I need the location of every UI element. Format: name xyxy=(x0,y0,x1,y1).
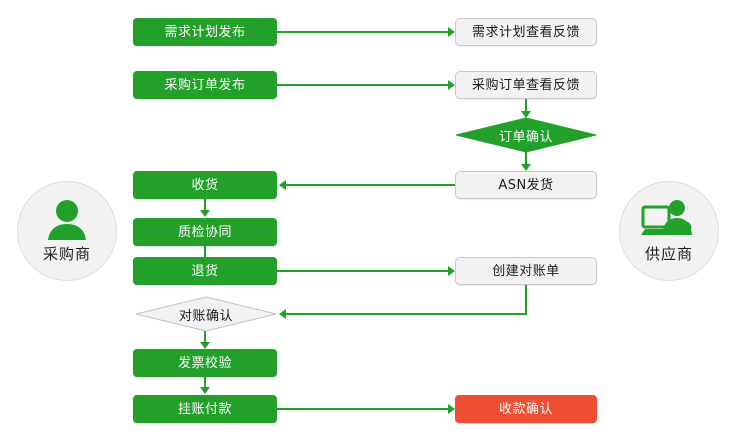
node-return-goods[interactable]: 退货 xyxy=(133,257,277,285)
edge-n10-n11-line-vertical xyxy=(525,285,527,315)
edge-n3-n4-line xyxy=(277,84,449,86)
edge-n4-n5-line xyxy=(525,99,527,113)
node-invoice-verification[interactable]: 发票校验 xyxy=(133,349,277,377)
edge-n4-n5-arrowhead xyxy=(521,111,531,118)
edge-n6-n7-arrowhead xyxy=(279,180,286,190)
node-label: 质检协同 xyxy=(177,224,232,240)
edge-n13-n14-line xyxy=(277,408,449,410)
node-label: ASN发货 xyxy=(498,177,554,193)
node-label: 收货 xyxy=(191,177,219,193)
node-create-reconciliation-statement[interactable]: 创建对账单 xyxy=(455,257,597,285)
node-label: 发票校验 xyxy=(177,355,232,371)
node-payment-receipt-confirm[interactable]: 收款确认 xyxy=(455,395,597,423)
node-label: 创建对账单 xyxy=(492,263,560,279)
node-label: 收款确认 xyxy=(498,401,553,417)
edge-n7-n8-line xyxy=(204,199,206,212)
edge-n6-n7-line xyxy=(286,184,455,186)
edge-n10-n11-arrowhead xyxy=(279,309,286,319)
node-receive-goods[interactable]: 收货 xyxy=(133,171,277,199)
edge-n10-n11-line-horizontal xyxy=(286,313,527,315)
diamond-shape xyxy=(135,296,277,332)
node-label: 需求计划查看反馈 xyxy=(471,24,580,40)
edge-n12-n13-line xyxy=(204,377,206,389)
edge-n5-n6-line xyxy=(525,152,527,166)
node-accrual-payment[interactable]: 挂账付款 xyxy=(133,395,277,423)
actor-buyer[interactable]: 采购商 xyxy=(17,181,117,281)
node-demand-plan-view-feedback[interactable]: 需求计划查看反馈 xyxy=(455,18,597,46)
edge-n12-n13-arrowhead xyxy=(200,387,210,394)
edge-n5-n6-arrowhead xyxy=(521,164,531,171)
edge-n1-n2-line xyxy=(277,31,449,33)
edge-n11-n12-line xyxy=(204,331,206,344)
node-demand-plan-publish[interactable]: 需求计划发布 xyxy=(133,18,277,46)
node-label: 订单确认 xyxy=(498,129,553,145)
edge-n3-n4-arrowhead xyxy=(448,80,455,90)
node-label: 退货 xyxy=(191,263,219,279)
edge-n9-n10-arrowhead xyxy=(448,266,455,276)
edge-n9-n10-line xyxy=(277,270,449,272)
node-label: 采购订单发布 xyxy=(164,77,246,93)
actor-buyer-label: 采购商 xyxy=(42,244,91,263)
node-quality-inspection-collab[interactable]: 质检协同 xyxy=(133,218,277,246)
node-reconciliation-confirm[interactable]: 对账确认 xyxy=(135,296,277,332)
node-label: 采购订单查看反馈 xyxy=(471,77,580,93)
actor-supplier[interactable]: 供应商 xyxy=(619,181,719,281)
node-order-confirm[interactable]: 订单确认 xyxy=(455,117,597,153)
person-with-computer-icon xyxy=(641,199,697,241)
edge-n8-n9-line xyxy=(204,246,206,259)
node-label: 对账确认 xyxy=(178,308,233,324)
person-icon xyxy=(45,199,89,241)
node-label: 挂账付款 xyxy=(177,401,232,417)
edge-n7-n8-arrowhead xyxy=(200,210,210,217)
node-asn-shipment[interactable]: ASN发货 xyxy=(455,171,597,199)
node-purchase-order-publish[interactable]: 采购订单发布 xyxy=(133,71,277,99)
node-purchase-order-view-feedback[interactable]: 采购订单查看反馈 xyxy=(455,71,597,99)
edge-n11-n12-arrowhead xyxy=(200,342,210,349)
edge-n13-n14-arrowhead xyxy=(448,404,455,414)
diamond-shape xyxy=(455,117,597,153)
actor-supplier-label: 供应商 xyxy=(644,244,693,263)
edge-n1-n2-arrowhead xyxy=(448,27,455,37)
node-label: 需求计划发布 xyxy=(164,24,246,40)
